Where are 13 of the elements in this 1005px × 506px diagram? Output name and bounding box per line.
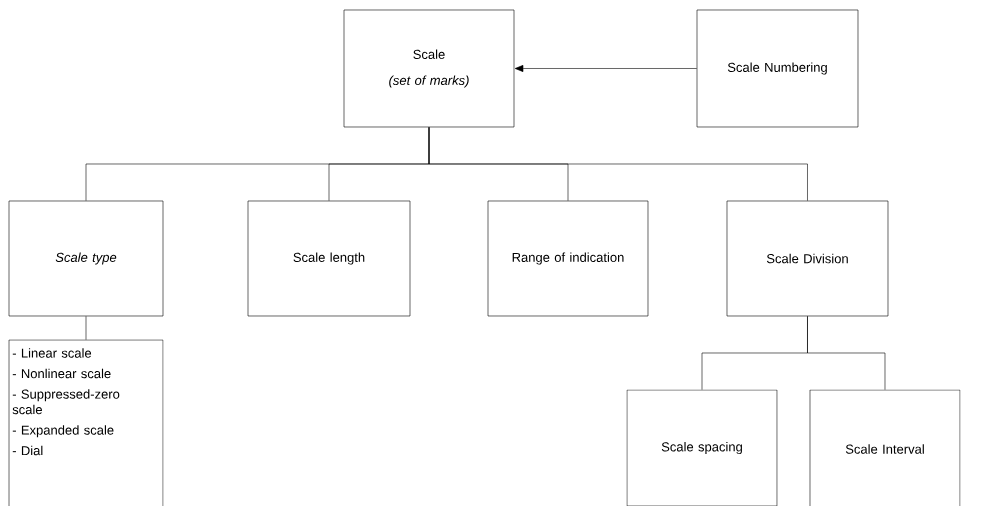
- list-box: - Linear scale - Nonlinear scale - Suppressed-zero scale - Expanded scale - Dial: [8, 339, 164, 506]
- connector-line: [807, 316, 886, 390]
- process-box: Scale spacing: [626, 389, 778, 506]
- process-box: Range of indication: [487, 200, 649, 317]
- arrow: [514, 65, 697, 72]
- process-box: Scale Division: [726, 200, 889, 317]
- connector-line: [85, 316, 87, 340]
- process-box: Scale type: [8, 200, 164, 317]
- process-box: Scale (set of marks): [343, 9, 515, 128]
- process-box: Scale length: [247, 200, 411, 317]
- process-box: Scale Numbering: [696, 9, 859, 128]
- connector-line: [428, 127, 808, 201]
- process-box: Scale Interval: [809, 389, 961, 506]
